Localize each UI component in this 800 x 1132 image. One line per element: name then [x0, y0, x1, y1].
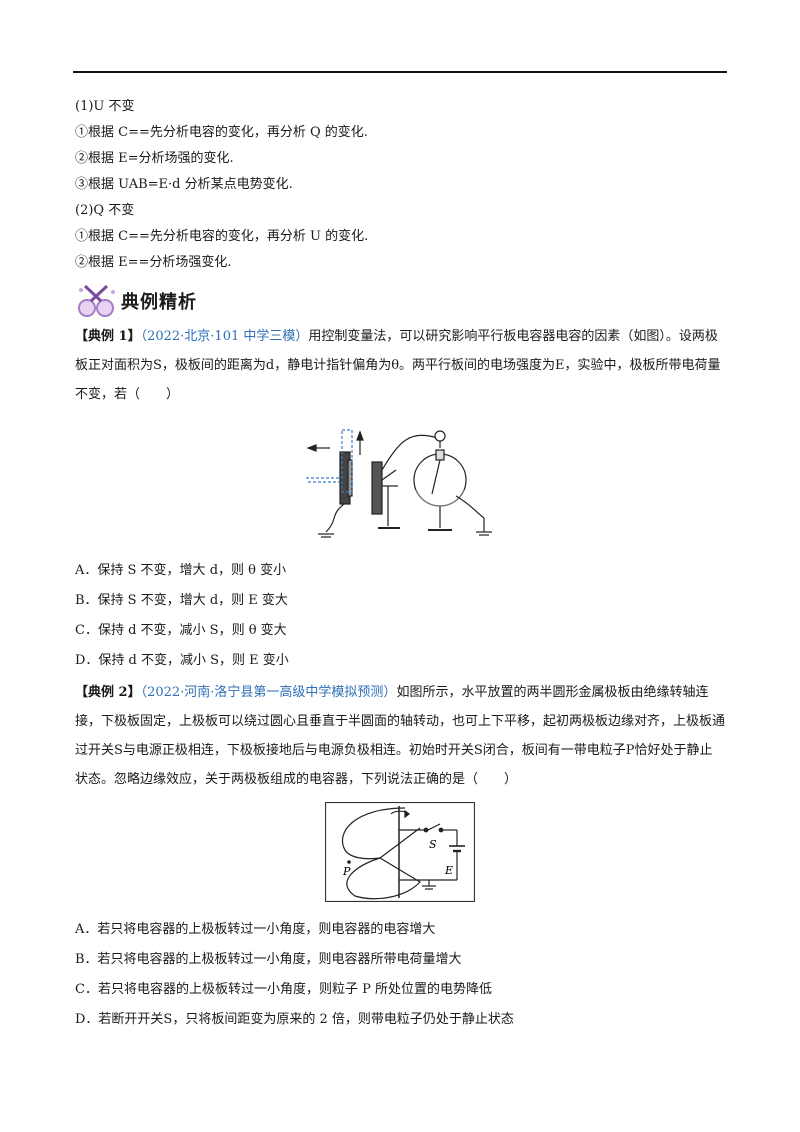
switch-label: S — [429, 838, 437, 851]
intro-line-7: ②根据 E==分析场强变化. — [75, 255, 232, 270]
example1-question: 【典例 1】（2022·北京·101 中学三模）用控制变量法，可以研究影响平行板… — [75, 322, 725, 409]
intro-line-1: (1)U 不变 — [75, 99, 135, 114]
intro-line-6: ①根据 C==先分析电容的变化，再分析 U 的变化. — [75, 229, 369, 244]
example1-text: 用控制变量法，可以研究影响平行板电容器电容的因素（如图）。设两极板正对面积为S，… — [75, 329, 721, 402]
example2-option-c[interactable]: C．若只将电容器的上极板转过一小角度，则粒子 P 所处位置的电势降低 — [75, 982, 492, 997]
example1-option-a[interactable]: A．保持 S 不变，增大 d，则 θ 变小 — [75, 563, 287, 578]
example2-label: 【典例 2】 — [75, 685, 141, 700]
intro-line-3: ②根据 E=分析场强的变化. — [75, 151, 234, 166]
header-rule — [73, 71, 727, 73]
intro-line-4: ③根据 UAB=E·d 分析某点电势变化. — [75, 177, 293, 192]
example2-text: 如图所示，水平放置的两半圆形金属极板由绝缘转轴连接，下极板固定，上极板可以绕过圆… — [75, 685, 726, 787]
scissors-icon — [78, 284, 115, 317]
intro-line-5: (2)Q 不变 — [75, 203, 135, 218]
section-badge: 典例精析 — [73, 284, 203, 318]
intro-line-2: ①根据 C==先分析电容的变化，再分析 Q 的变化. — [75, 125, 368, 140]
example2-question: 【典例 2】（2022·河南·洛宁县第一高级中学模拟预测）如图所示，水平放置的两… — [75, 678, 725, 794]
example1-option-b[interactable]: B．保持 S 不变，增大 d，则 E 变大 — [75, 593, 288, 608]
example2-option-d[interactable]: D．若断开开关S，只将板间距变为原来的 2 倍，则带电粒子仍处于静止状态 — [75, 1012, 514, 1027]
particle-label: P — [342, 865, 351, 878]
example2-option-a[interactable]: A．若只将电容器的上极板转过一小角度，则电容器的电容增大 — [75, 922, 436, 937]
example1-source: （2022·北京·101 中学三模） — [140, 329, 309, 344]
section-title: 典例精析 — [121, 292, 197, 313]
semicircle-capacitor-figure: S P E — [325, 802, 475, 902]
example1-label: 【典例 1】 — [75, 329, 141, 344]
example1-option-d[interactable]: D．保持 d 不变，减小 S，则 E 变小 — [75, 653, 289, 668]
battery-label: E — [444, 864, 453, 877]
example1-option-c[interactable]: C．保持 d 不变，减小 S，则 θ 变大 — [75, 623, 287, 638]
capacitor-electrometer-figure — [306, 429, 492, 538]
example2-source: （2022·河南·洛宁县第一高级中学模拟预测） — [140, 685, 397, 700]
example2-option-b[interactable]: B．若只将电容器的上极板转过一小角度，则电容器所带电荷量增大 — [75, 952, 462, 967]
